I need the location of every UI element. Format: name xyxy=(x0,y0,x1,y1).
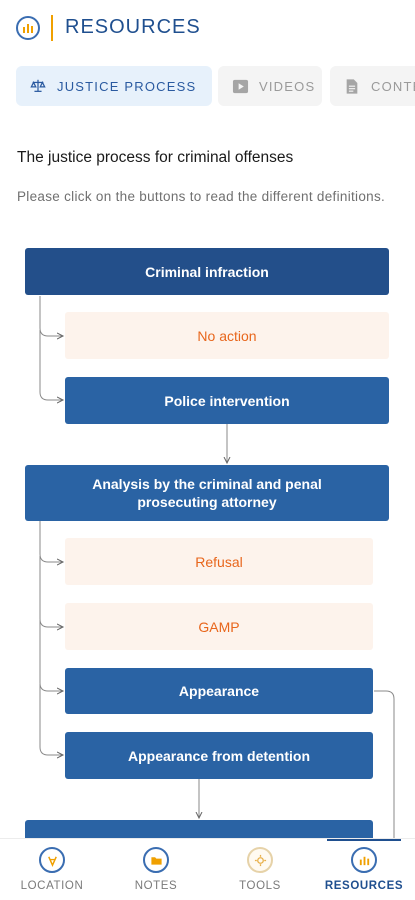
flow-criminal-infraction-button[interactable]: Criminal infraction xyxy=(25,248,389,295)
location-icon xyxy=(39,847,65,873)
nav-resources[interactable]: RESOURCES xyxy=(324,839,404,900)
tab-bar: JUSTICE PROCESS VIDEOS CONTE xyxy=(0,66,415,106)
play-icon xyxy=(231,77,249,95)
document-icon xyxy=(343,77,361,95)
folder-icon xyxy=(143,847,169,873)
scales-icon xyxy=(29,77,47,95)
nav-label: LOCATION xyxy=(20,880,84,892)
flow-analysis-button[interactable]: Analysis by the criminal and penal prose… xyxy=(25,465,389,521)
tab-label: VIDEOS xyxy=(259,78,316,94)
tab-videos[interactable]: VIDEOS xyxy=(218,66,322,106)
tab-label: CONTE xyxy=(371,78,415,94)
nav-tools[interactable]: TOOLS xyxy=(222,839,298,900)
nav-label: TOOLS xyxy=(239,880,281,892)
header-divider xyxy=(51,15,53,41)
nav-notes[interactable]: NOTES xyxy=(118,839,194,900)
resources-icon xyxy=(351,847,377,873)
bottom-navigation: LOCATION NOTES TOOLS RESOURCES xyxy=(0,838,415,900)
app-header: RESOURCES xyxy=(0,0,415,58)
nav-location[interactable]: LOCATION xyxy=(14,839,90,900)
flow-refusal-button[interactable]: Refusal xyxy=(65,538,373,585)
resources-logo-icon xyxy=(16,16,40,40)
flow-appearance-button[interactable]: Appearance xyxy=(65,668,373,714)
flow-police-intervention-button[interactable]: Police intervention xyxy=(65,377,389,424)
nav-label: NOTES xyxy=(134,880,178,892)
tab-label: JUSTICE PROCESS xyxy=(57,78,197,94)
tab-content[interactable]: CONTE xyxy=(330,66,415,106)
tab-justice-process[interactable]: JUSTICE PROCESS xyxy=(16,66,212,106)
flow-gamp-button[interactable]: GAMP xyxy=(65,603,373,650)
flow-appearance-detention-button[interactable]: Appearance from detention xyxy=(65,732,373,779)
flow-no-action-button[interactable]: No action xyxy=(65,312,389,359)
nav-label: RESOURCES xyxy=(324,880,404,892)
page-title: RESOURCES xyxy=(65,16,201,38)
section-description: Please click on the buttons to read the … xyxy=(17,189,386,204)
section-title: The justice process for criminal offense… xyxy=(17,149,294,166)
active-tab-indicator xyxy=(327,839,401,841)
tools-icon xyxy=(247,847,273,873)
